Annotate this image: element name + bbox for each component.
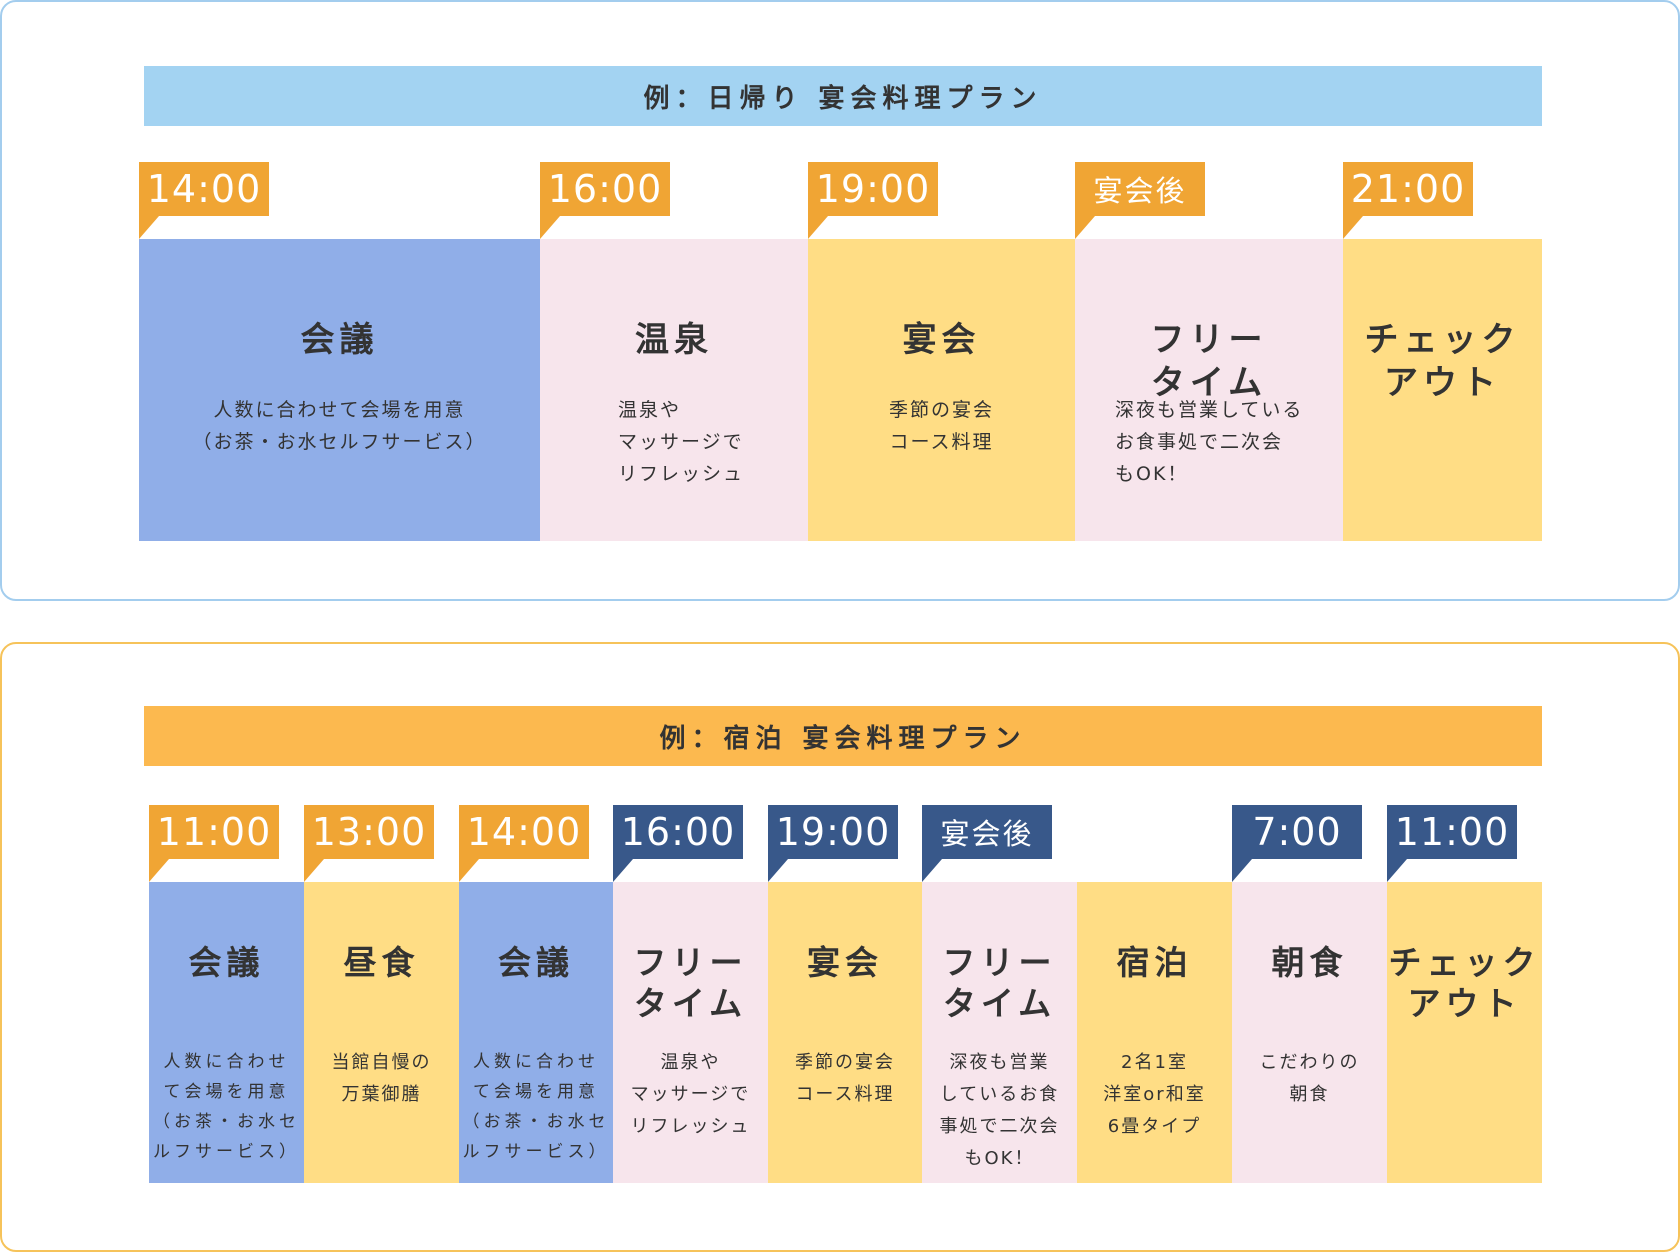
time-tab-pointer — [1232, 859, 1252, 882]
activity-title: 宴会 — [807, 943, 883, 982]
time-tab: 14:00 — [459, 805, 589, 859]
schedule-block-6: フリー タイム深夜も営業 しているお食 事処で二次会 もOK！ — [922, 882, 1077, 1183]
overnight-plan-panel: 例：宿泊 宴会料理プラン 会議人数に合わせ て会場を用意 （お茶・お水セ ルフサ… — [0, 642, 1680, 1252]
activity-title: 宿泊 — [1116, 943, 1193, 982]
activity-description: 人数に合わせて会場を用意 （お茶・お水セルフサービス） — [192, 399, 487, 453]
activity-title: 会議 — [188, 943, 265, 982]
time-tab-pointer — [540, 216, 560, 239]
activity-description: こだわりの 朝食 — [1259, 1052, 1360, 1105]
schedule-block-8: 朝食こだわりの 朝食 — [1232, 882, 1387, 1183]
activity-description: 人数に合わせ て会場を用意 （お茶・お水セ ルフサービス） — [153, 1052, 300, 1162]
time-tab-pointer — [1387, 859, 1407, 882]
time-tab-pointer — [808, 216, 828, 239]
activity-title: 朝食 — [1271, 943, 1348, 982]
activity-title: フリー タイム — [942, 943, 1057, 1024]
schedule-block-4: フリー タイム温泉や マッサージで リフレッシュ — [613, 882, 768, 1183]
time-tab-pointer — [1075, 216, 1095, 239]
schedule-block-1: 会議人数に合わせ て会場を用意 （お茶・お水セ ルフサービス） — [149, 882, 304, 1183]
schedule-block-3: 宴会季節の宴会 コース料理 — [808, 239, 1075, 541]
activity-description: 季節の宴会 コース料理 — [795, 1052, 895, 1105]
activity-title: 会議 — [498, 943, 574, 982]
activity-description: 人数に合わせ て会場を用意 （お茶・お水セ ルフサービス） — [462, 1052, 610, 1162]
schedule-block-2: 昼食当館自慢の 万葉御膳 — [304, 882, 459, 1183]
time-tab-pointer — [149, 859, 169, 882]
time-tab-pointer — [1343, 216, 1363, 239]
time-tab-pointer — [613, 859, 633, 882]
activity-description: 季節の宴会 コース料理 — [888, 399, 994, 453]
activity-title: 宴会 — [902, 320, 981, 360]
time-tab: 7:00 — [1232, 805, 1362, 859]
time-tab: 21:00 — [1343, 162, 1473, 216]
day-use-plan-title: 例：日帰り 宴会料理プラン — [144, 66, 1542, 126]
time-tab: 19:00 — [808, 162, 938, 216]
schedule-block-3: 会議人数に合わせ て会場を用意 （お茶・お水セ ルフサービス） — [459, 882, 613, 1183]
activity-title: 昼食 — [343, 943, 420, 982]
time-tab: 19:00 — [768, 805, 898, 859]
time-tab-pointer — [139, 216, 159, 239]
time-tab-pointer — [922, 859, 942, 882]
activity-title: チェック アウト — [1364, 320, 1521, 403]
schedule-block-2: 温泉温泉や マッサージで リフレッシュ — [540, 239, 808, 541]
time-tab: 16:00 — [613, 805, 743, 859]
activity-description: 温泉や マッサージで リフレッシュ — [618, 399, 745, 485]
time-tab-pointer — [304, 859, 324, 882]
time-tab-pointer — [768, 859, 788, 882]
time-tab: 11:00 — [1387, 805, 1517, 859]
activity-description: 深夜も営業 しているお食 事処で二次会 もOK！ — [939, 1052, 1060, 1169]
time-tab: 16:00 — [540, 162, 670, 216]
overnight-plan-title: 例：宿泊 宴会料理プラン — [144, 706, 1542, 766]
time-tab: 14:00 — [139, 162, 269, 216]
activity-description: 深夜も営業している お食事処で二次会 もOK！ — [1115, 399, 1304, 485]
activity-title: フリー タイム — [633, 943, 748, 1024]
activity-title: チェック アウト — [1388, 943, 1541, 1024]
schedule-block-9: チェック アウト — [1387, 882, 1542, 1183]
activity-description: 温泉や マッサージで リフレッシュ — [630, 1052, 751, 1137]
schedule-block-4: フリー タイム深夜も営業している お食事処で二次会 もOK！ — [1075, 239, 1343, 541]
time-tab-pointer — [459, 859, 479, 882]
time-tab: 11:00 — [149, 805, 279, 859]
time-tab: 13:00 — [304, 805, 434, 859]
schedule-block-7: 宿泊 2名1室 洋室or和室 6畳タイプ — [1077, 882, 1232, 1183]
schedule-block-5: 宴会季節の宴会 コース料理 — [768, 882, 922, 1183]
activity-title: 温泉 — [635, 320, 713, 360]
schedule-block-1: 会議人数に合わせて会場を用意 （お茶・お水セルフサービス） — [139, 239, 540, 541]
activity-description: 当館自慢の 万葉御膳 — [331, 1052, 432, 1105]
time-tab: 宴会後 — [922, 805, 1052, 859]
schedule-block-5: チェック アウト — [1343, 239, 1542, 541]
time-tab: 宴会後 — [1075, 162, 1205, 216]
activity-description: 2名1室 洋室or和室 6畳タイプ — [1103, 1052, 1206, 1137]
activity-title: 会議 — [300, 320, 379, 360]
activity-title: フリー タイム — [1150, 320, 1268, 403]
day-use-plan-panel: 例：日帰り 宴会料理プラン 会議人数に合わせて会場を用意 （お茶・お水セルフサー… — [0, 0, 1680, 601]
